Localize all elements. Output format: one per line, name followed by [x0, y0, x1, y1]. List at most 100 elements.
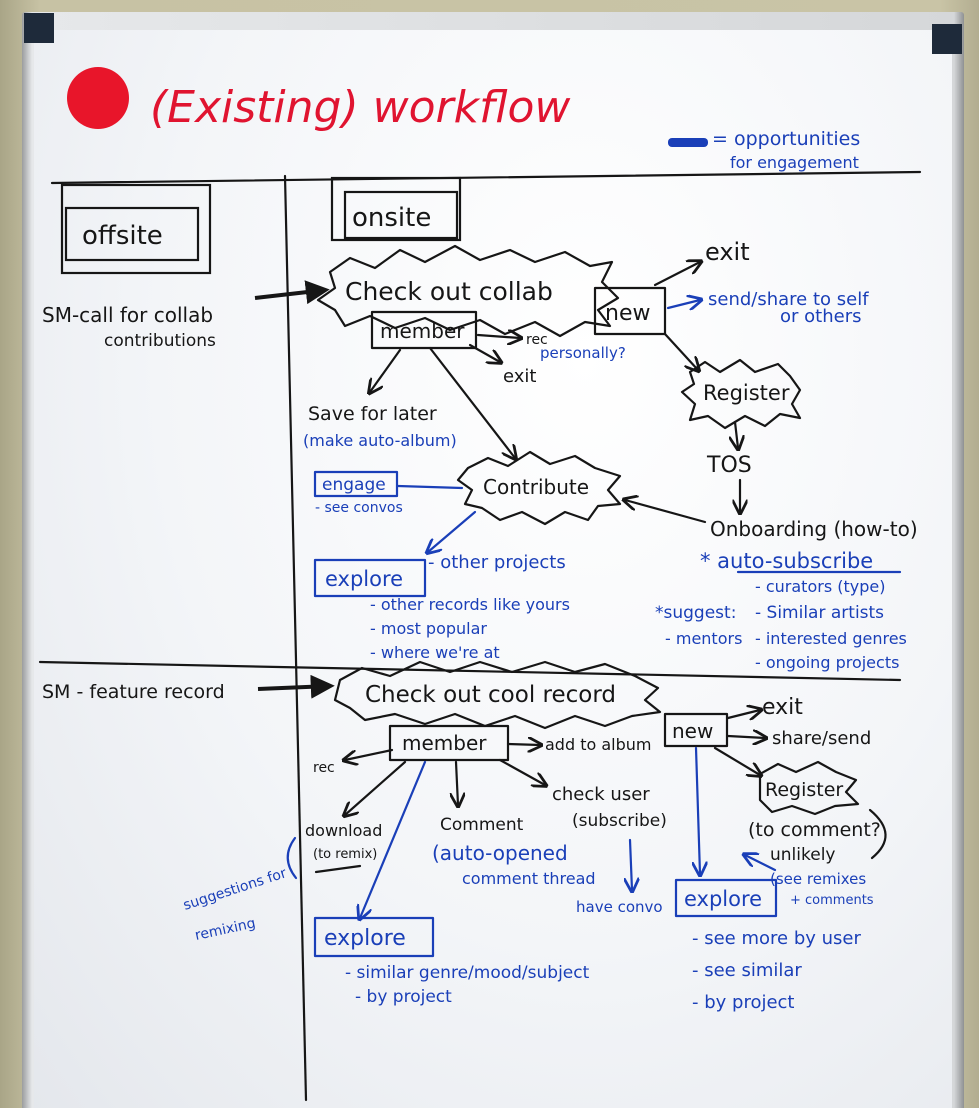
- s2-suggest-bracket: [286, 836, 298, 880]
- s1-other-projects: - other projects: [428, 552, 566, 573]
- s2-arrow-new-register: [713, 746, 760, 775]
- s2-see-remixes-2: + comments: [790, 893, 874, 908]
- s2-rec: rec: [313, 760, 335, 776]
- onsite-label: onsite: [352, 203, 431, 233]
- s1-arrow-into-collab: [254, 280, 330, 305]
- list-item: - by project: [355, 987, 452, 1007]
- s1-member-label: member: [380, 319, 465, 343]
- s2-see-remixes-1: (see remixes: [770, 870, 866, 888]
- s2-auto-opened-1: (auto-opened: [432, 841, 568, 865]
- s2-explore-right-box: [674, 878, 778, 918]
- offsite-header: offsite: [60, 183, 212, 275]
- s1-starburst-contribute: [456, 450, 622, 526]
- s1-arrow-new-send: [666, 300, 700, 308]
- s1-arrow-register-tos: [735, 420, 738, 448]
- list-item: - by project: [692, 992, 795, 1013]
- s2-starburst-check-out-cool-record: [333, 660, 662, 730]
- s1-explore-list: - other records like yours- most popular…: [370, 595, 570, 662]
- s1-arrow-new-exit: [653, 262, 700, 287]
- s2-new-label: new: [672, 719, 713, 743]
- s1-arrow-member-save: [370, 348, 402, 392]
- s1-exit-top: exit: [705, 238, 750, 266]
- s2-explore-left-list: - similar genre/mood/subject- by project: [345, 963, 590, 1007]
- s2-arrow-check-user-convo: [630, 838, 632, 890]
- s2-share-send: share/send: [772, 728, 871, 749]
- s1-explore: explore: [325, 567, 403, 591]
- offsite-label: offsite: [82, 221, 163, 251]
- list-item: - where we're at: [370, 643, 500, 662]
- list-item: - see similar: [692, 960, 802, 981]
- s2-arrow-new-explore: [696, 746, 700, 874]
- s1-check-out-collab: Check out collab: [345, 277, 553, 306]
- s2-check-user-2: (subscribe): [572, 811, 667, 831]
- s1-curators: - curators (type): [755, 577, 885, 596]
- red-bullet-dot: [67, 67, 129, 129]
- s2-suggestions-2: remixing: [194, 915, 258, 943]
- s1-interested-genres: - interested genres: [755, 629, 907, 648]
- list-item: - most popular: [370, 619, 487, 638]
- s1-onboarding: Onboarding (how-to): [710, 517, 918, 541]
- s2-check-out-cool-record: Check out cool record: [365, 682, 616, 708]
- page-title: (Existing) workflow: [150, 82, 571, 133]
- s1-engage-link: [396, 484, 464, 490]
- s2-arrow-member-explore: [360, 760, 427, 918]
- horizontal-divider-top: [50, 170, 922, 185]
- s2-exit: exit: [762, 695, 803, 720]
- s2-download-2: (to remix): [313, 847, 377, 862]
- s1-explore-box: [313, 558, 427, 598]
- s1-new-label: new: [605, 301, 650, 326]
- s1-personally: personally?: [540, 344, 626, 362]
- s1-arrow-member-rec: [476, 335, 520, 338]
- s2-arrow-member-rec: [345, 748, 394, 760]
- s2-member-label: member: [402, 731, 487, 755]
- s2-arrow-remixes-explore: [745, 855, 777, 872]
- horizontal-divider-middle: [38, 660, 902, 682]
- s1-arrow-member-contribute: [428, 346, 515, 458]
- frame-corner-left: [24, 13, 54, 43]
- s1-see-convos: - see convos: [315, 500, 403, 516]
- s1-rec: rec: [526, 332, 548, 348]
- s1-similar-artists: - Similar artists: [755, 603, 884, 623]
- s1-engage: engage: [322, 475, 386, 495]
- s2-bracket-right: [868, 808, 887, 860]
- s2-have-convo: have convo: [576, 898, 663, 916]
- s2-arrow-new-exit: [726, 710, 760, 718]
- vertical-divider: [283, 174, 308, 1102]
- legend-marker: [668, 138, 708, 147]
- s2-arrow-member-comment: [456, 760, 458, 805]
- s2-check-user-1: check user: [552, 784, 650, 805]
- s2-suggestions-1: suggestions for: [181, 865, 289, 914]
- s2-download-1: download: [305, 821, 382, 840]
- s2-arrow-member-album: [506, 744, 540, 745]
- s1-send-share-2: or others: [780, 306, 861, 327]
- s1-arrow-onboarding-contribute: [625, 500, 707, 524]
- s2-starburst-register: [758, 760, 860, 816]
- s2-arrow-new-share: [726, 736, 765, 738]
- s2-offsite-text: SM - feature record: [42, 681, 225, 703]
- s2-arrow-member-check-user: [498, 758, 545, 785]
- s1-contribute: Contribute: [483, 475, 589, 499]
- s1-offsite-text-2: contributions: [104, 331, 216, 351]
- s2-arrow-into-record: [257, 674, 335, 699]
- s1-exit-member: exit: [503, 366, 536, 387]
- s1-send-share-1: send/share to self: [708, 289, 869, 310]
- frame-corner-right: [932, 24, 962, 54]
- s1-ongoing-projects: - ongoing projects: [755, 653, 899, 672]
- s1-arrow-member-exit: [468, 343, 500, 362]
- s1-arrow-new-register: [663, 332, 698, 370]
- s1-auto-subscribe: * auto-subscribe: [700, 549, 873, 573]
- s1-starburst-register: [680, 358, 802, 430]
- s1-starburst-check-out-collab: [316, 244, 620, 338]
- s1-engage-box: [313, 470, 399, 498]
- s1-mentors: - mentors: [665, 629, 742, 648]
- legend-text-2: for engagement: [730, 153, 859, 172]
- s1-new-box: [593, 286, 667, 336]
- s2-explore-right-list: - see more by user- see similar- by proj…: [692, 928, 861, 1013]
- s2-comment: Comment: [440, 815, 524, 835]
- whiteboard-surface: [34, 30, 952, 1108]
- s2-register: Register: [765, 779, 843, 801]
- s2-explore-left-box: [313, 916, 435, 958]
- s1-make-auto-album: (make auto-album): [303, 431, 457, 450]
